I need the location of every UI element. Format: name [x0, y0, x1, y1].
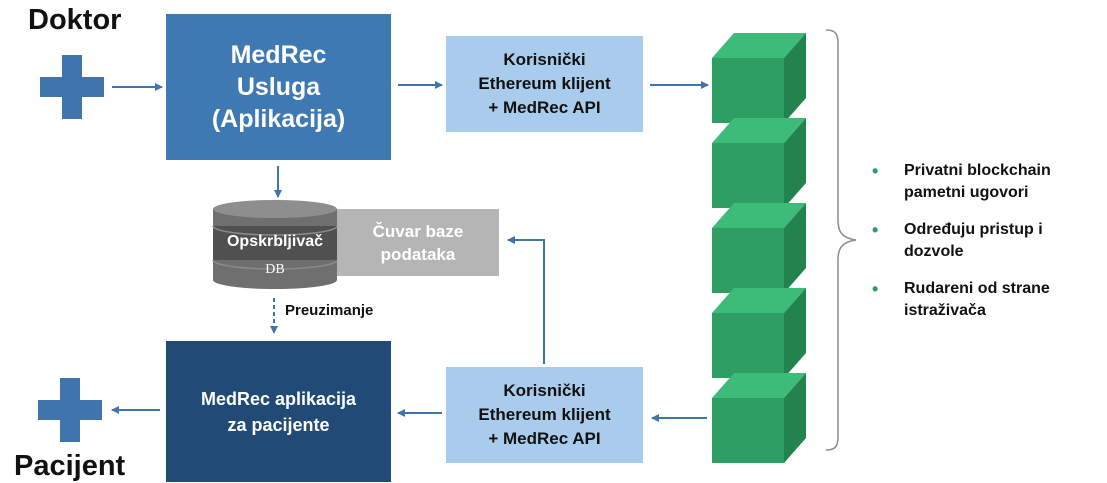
medrec-service-line-3: (Aplikacija) [211, 105, 346, 133]
client-bottom-line-2: Ethereum klijent [478, 405, 611, 424]
db-keeper-line-2: podataka [380, 244, 456, 264]
bullet-dot-icon: • [872, 161, 879, 181]
block-1 [712, 33, 806, 123]
patient-label: Pacijent [14, 450, 126, 482]
list-item: • Privatni blockchain pametni ugovori [872, 161, 1051, 201]
medrec-patient-app-box: MedRec aplikacija za pacijente [166, 341, 391, 482]
medrec-service-line-2: Usluga [236, 73, 321, 101]
arrow-client-to-db-keeper [507, 236, 545, 364]
block-5 [712, 373, 806, 463]
medrec-service-line-1: MedRec [230, 41, 327, 69]
database-cylinder-icon [212, 200, 338, 289]
client-bottom-line-3: + MedRec API [488, 429, 601, 448]
block-4 [712, 288, 806, 378]
db-keeper-box: Čuvar baze podataka [337, 209, 499, 276]
db-label: DB [265, 262, 285, 277]
client-bottom-line-1: Korisnički [503, 381, 586, 400]
ethereum-client-bottom-box: Korisnički Ethereum klijent + MedRec API [446, 367, 643, 463]
doctor-label: Doktor [28, 4, 122, 36]
medrec-service-box: MedRec Usluga (Aplikacija) [166, 14, 391, 160]
patient-app-line-1: MedRec aplikacija [200, 388, 357, 409]
list-item: • Rudareni od strane istraživača [872, 279, 1050, 319]
list-item: • Određuju pristup i dozvole [872, 220, 1043, 260]
db-keeper-line-1: Čuvar baze [372, 221, 464, 241]
patient-app-line-2: za pacijente [227, 414, 330, 435]
blockchain-blocks [712, 33, 806, 463]
db-provider-label: Opskrbljivač [226, 233, 324, 250]
doctor-plus-icon [40, 55, 104, 119]
block-3 [712, 203, 806, 293]
download-label: Preuzimanje [285, 302, 374, 319]
ethereum-client-top-box: Korisnički Ethereum klijent + MedRec API [446, 36, 643, 132]
client-top-line-2: Ethereum klijent [478, 74, 611, 93]
blockchain-notes-list: • Privatni blockchain pametni ugovori • … [872, 160, 1107, 337]
bullet-dot-icon: • [872, 220, 879, 240]
client-top-line-1: Korisnički [503, 50, 586, 69]
patient-plus-icon [38, 378, 102, 442]
block-2 [712, 118, 806, 208]
bullet-dot-icon: • [872, 279, 879, 299]
brace-icon [825, 29, 857, 451]
client-top-line-3: + MedRec API [488, 98, 601, 117]
